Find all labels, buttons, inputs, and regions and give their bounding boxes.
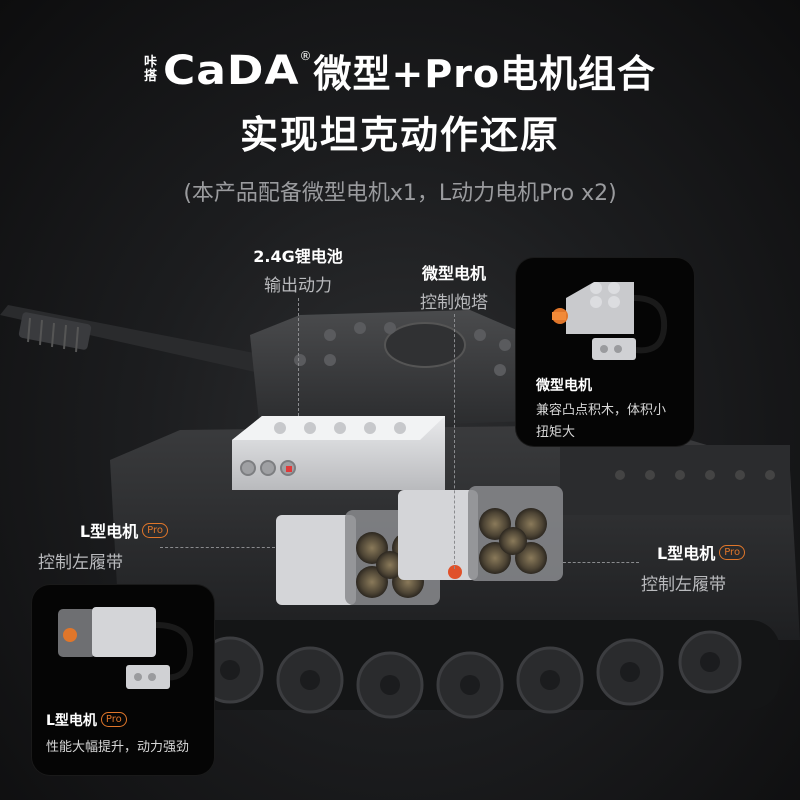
l-card-title: L型电机 bbox=[46, 713, 97, 729]
title-row: 咔 搭 CaDA ® 微型+Pro电机组合 bbox=[0, 42, 800, 98]
subtitle: (本产品配备微型电机x1，L动力电机Pro x2) bbox=[183, 181, 617, 206]
callout-micro-title: 微型电机 bbox=[421, 264, 486, 283]
callout-right-motor-title: L型电机 bbox=[657, 544, 716, 563]
micro-card-title: 微型电机 bbox=[536, 378, 592, 394]
right-l-motor bbox=[398, 486, 563, 581]
headline-line2: 实现坦克动作还原 bbox=[239, 113, 560, 157]
brand-prefix-bottom: 搭 bbox=[143, 69, 157, 84]
callout-battery: 2.4G锂电池 输出动力 bbox=[238, 243, 358, 296]
turret bbox=[250, 310, 560, 430]
callout-micro-desc: 控制炮塔 bbox=[420, 293, 488, 313]
micro-card-desc: 兼容凸点积木，体积小 扭矩大 bbox=[536, 400, 666, 444]
micro-card-desc-line2: 扭矩大 bbox=[536, 425, 576, 440]
callout-micro: 微型电机 控制炮塔 bbox=[398, 260, 510, 313]
callout-right-motor-desc: 控制左履带 bbox=[641, 575, 726, 595]
micro-card-desc-line1: 兼容凸点积木，体积小 bbox=[536, 403, 667, 418]
callout-left-motor-badge: Pro bbox=[142, 523, 168, 538]
headline-line1: 微型+Pro电机组合 bbox=[313, 51, 657, 96]
micro-motor-axle bbox=[448, 565, 462, 579]
micro-motor-image bbox=[552, 282, 668, 360]
callout-battery-line bbox=[298, 298, 299, 416]
battery-box bbox=[232, 416, 445, 490]
brand-prefix-top: 咔 bbox=[143, 55, 157, 70]
callout-left-motor-title: L型电机 bbox=[79, 522, 139, 541]
callout-battery-desc: 输出动力 bbox=[264, 276, 332, 296]
registered-mark: ® bbox=[299, 49, 312, 63]
l-motor-image bbox=[58, 607, 194, 689]
callout-battery-title: 2.4G锂电池 bbox=[253, 247, 343, 266]
callout-left-motor-line bbox=[160, 547, 275, 548]
callout-right-motor-badge: Pro bbox=[719, 545, 746, 560]
callout-left-motor-desc: 控制左履带 bbox=[38, 553, 123, 573]
l-card-desc: 性能大幅提升，动力强劲 bbox=[46, 740, 190, 755]
micro-motor-card: 微型电机 兼容凸点积木，体积小 扭矩大 bbox=[516, 258, 694, 446]
callout-micro-line bbox=[454, 314, 455, 569]
l-card-badge: Pro bbox=[100, 711, 127, 727]
tracks bbox=[140, 620, 780, 719]
callout-right-motor-line bbox=[563, 562, 639, 563]
brand-logo: CaDA bbox=[162, 46, 300, 94]
brand-prefix: 咔 搭 bbox=[144, 56, 157, 84]
gun-barrel bbox=[0, 305, 290, 378]
